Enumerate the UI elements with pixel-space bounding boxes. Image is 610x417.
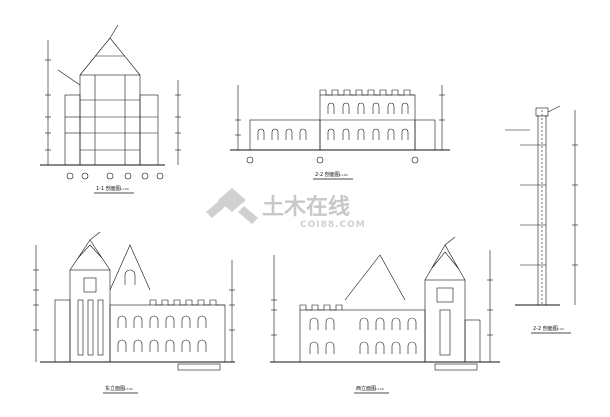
section-1-1-drawing xyxy=(40,24,181,180)
title-section-1-1: 1-1 剖面图 xyxy=(96,185,121,192)
title-west-elevation: 西立面图 xyxy=(356,385,376,392)
east-elevation-drawing xyxy=(33,231,235,371)
west-elevation-drawing xyxy=(270,236,500,371)
title-underlines xyxy=(94,178,571,394)
scale-east-elevation: 1:100 xyxy=(124,387,133,391)
section-2-2-drawing xyxy=(230,85,450,164)
scale-section-wall: 1:20 xyxy=(557,327,564,331)
scale-section-1-1: 1:100 xyxy=(120,187,129,191)
watermark-brand-en: COI88.COM xyxy=(300,220,366,230)
title-section-wall: 2-2 剖面图 xyxy=(533,325,558,332)
watermark: 土木在线 COI88.COM xyxy=(206,188,366,230)
section-wall-drawing xyxy=(505,105,578,306)
watermark-logo-icon xyxy=(206,188,258,224)
title-east-elevation: 东立面图 xyxy=(105,385,125,392)
title-section-2-2: 2-2 剖面图 xyxy=(315,171,340,178)
scale-section-2-2: 1:100 xyxy=(339,173,348,177)
watermark-brand-cn: 土木在线 xyxy=(262,194,350,220)
scale-west-elevation: 1:100 xyxy=(375,387,384,391)
drawing-titles: 1-1 剖面图 1:100 2-2 剖面图 1:100 2-2 剖面图 1:20… xyxy=(96,171,564,392)
